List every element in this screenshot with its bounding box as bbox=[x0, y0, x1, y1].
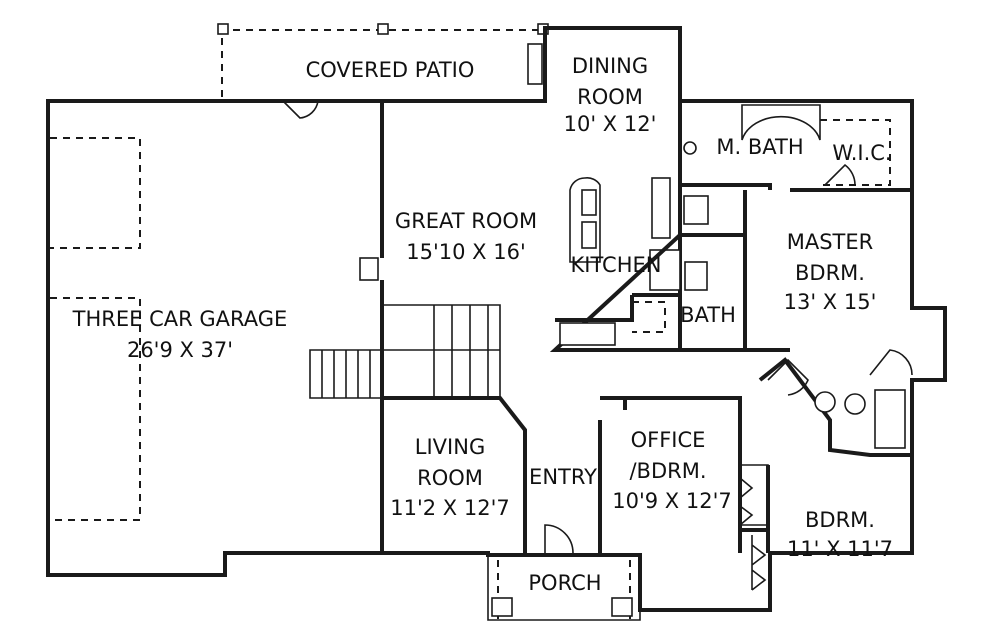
bedroom-wall bbox=[758, 357, 912, 457]
label-kitchen: KITCHEN bbox=[571, 253, 662, 277]
bath2-tub bbox=[874, 389, 906, 449]
label-master-bdrm-2: BDRM. bbox=[795, 261, 865, 285]
master-sink bbox=[683, 141, 697, 155]
wic-door bbox=[824, 163, 856, 186]
hall-shower bbox=[632, 301, 666, 333]
label-entry: ENTRY bbox=[529, 465, 597, 489]
sink bbox=[581, 221, 597, 249]
bath2-toilet bbox=[844, 393, 866, 415]
label-master-bath: M. BATH bbox=[716, 135, 803, 159]
label-great-room: GREAT ROOM bbox=[395, 209, 537, 233]
hall-vanity bbox=[559, 322, 616, 346]
label-porch: PORCH bbox=[528, 571, 601, 595]
bedroom-closet bbox=[751, 535, 767, 591]
cooktop bbox=[581, 189, 597, 216]
label-bdrm: BDRM. bbox=[805, 508, 875, 532]
label-master-bdrm: MASTER bbox=[787, 230, 874, 254]
entry-door bbox=[544, 524, 574, 554]
office-closet bbox=[739, 464, 769, 526]
label-great-room-size: 15'10 X 16' bbox=[406, 240, 525, 264]
garage-door bbox=[359, 257, 379, 281]
label-bdrm-size: 11' X 11'7 bbox=[787, 537, 893, 561]
patio-post-door bbox=[527, 43, 543, 85]
label-office: OFFICE bbox=[631, 428, 706, 452]
label-living-room-2: ROOM bbox=[417, 466, 483, 490]
label-office-size: 10'9 X 12'7 bbox=[612, 489, 731, 513]
label-garage: THREE CAR GARAGE bbox=[72, 307, 288, 331]
master-toilet bbox=[683, 195, 709, 225]
label-garage-size: 26'9 X 37' bbox=[127, 338, 233, 362]
exterior-wall bbox=[46, 26, 947, 612]
bath2-sink bbox=[814, 391, 836, 413]
label-office-2: /BDRM. bbox=[629, 459, 706, 483]
label-dining-room: DINING bbox=[572, 54, 648, 78]
master-door bbox=[869, 349, 913, 376]
label-covered-patio: COVERED PATIO bbox=[306, 58, 475, 82]
master-tub bbox=[741, 104, 821, 141]
center-hall-wall bbox=[382, 396, 742, 553]
label-living-room: LIVING bbox=[415, 435, 485, 459]
master-bath-wall bbox=[680, 183, 912, 352]
kitchen-counter bbox=[651, 177, 671, 239]
label-wic: W.I.C. bbox=[832, 141, 891, 165]
patio-door bbox=[282, 100, 319, 119]
stairs bbox=[309, 304, 501, 399]
hall-toilet bbox=[684, 261, 708, 291]
porch-outline bbox=[487, 555, 641, 621]
label-living-room-size: 11'2 X 12'7 bbox=[390, 496, 509, 520]
garage-parking-outline bbox=[50, 137, 141, 521]
label-bath: BATH bbox=[680, 303, 736, 327]
label-master-bdrm-size: 13' X 15' bbox=[784, 290, 877, 314]
bedroom-door bbox=[767, 358, 809, 396]
label-dining-room-size: 10' X 12' bbox=[564, 112, 657, 136]
label-dining-room-2: ROOM bbox=[577, 85, 643, 109]
